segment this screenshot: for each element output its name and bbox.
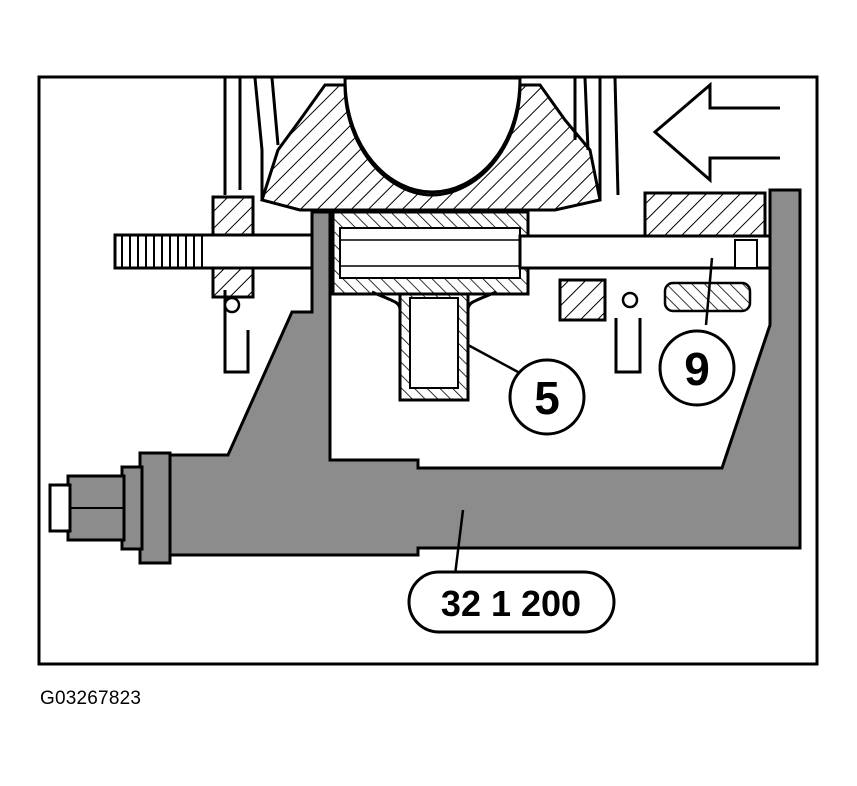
callout-9: 9 xyxy=(658,329,736,407)
leader-5 xyxy=(467,343,519,374)
leader-9 xyxy=(704,257,714,326)
leader-tool xyxy=(453,509,465,576)
callout-9-label: 9 xyxy=(684,343,710,395)
tool-32-1-200 xyxy=(168,188,802,557)
callout-5: 5 xyxy=(508,358,586,436)
threaded-spindle xyxy=(113,233,787,270)
tool-nut xyxy=(138,451,172,565)
callout-tool: 32 1 200 xyxy=(407,570,616,634)
housing xyxy=(223,78,642,374)
figure-caption: G03267823 xyxy=(40,688,142,709)
callout-5-label: 5 xyxy=(534,372,560,424)
right-mount xyxy=(558,278,607,322)
callout-tool-label: 32 1 200 xyxy=(441,583,581,624)
arrow-left-icon xyxy=(652,81,780,184)
